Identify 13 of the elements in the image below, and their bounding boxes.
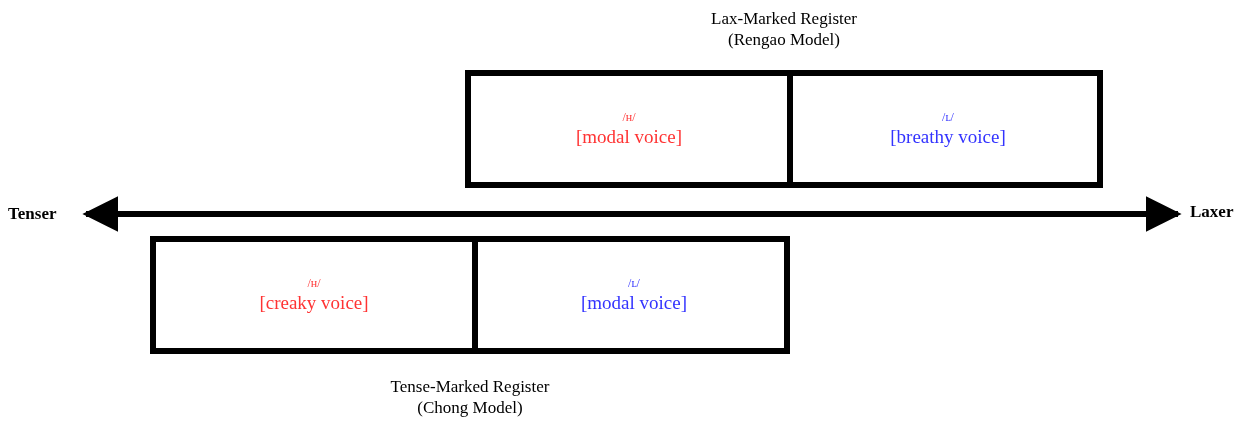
voice-quality-label: [modal voice] [580, 291, 687, 315]
phoneme-label: /ʟ/ [942, 109, 954, 125]
phoneme-label: /ʜ/ [622, 109, 636, 125]
phoneme-label: /ʟ/ [628, 275, 640, 291]
voice-quality-label: [creaky voice] [259, 291, 369, 315]
scale-end-label: Tenser [8, 204, 74, 228]
voice-quality-label: [breathy voice] [890, 125, 1006, 149]
scale-end-label: Laxer [1190, 202, 1254, 226]
phoneme-label: /ʜ/ [307, 275, 321, 291]
register-heading: Tense-Marked Register (Chong Model) [389, 376, 551, 418]
register-heading: Lax-Marked Register (Rengao Model) [710, 8, 858, 50]
double-headed-arrow [82, 196, 1182, 232]
voice-quality-label: [modal voice] [575, 125, 682, 149]
